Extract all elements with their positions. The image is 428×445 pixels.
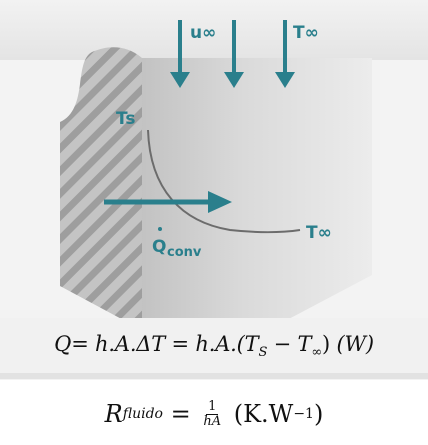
resist-numerator: 1 <box>206 398 219 415</box>
eq-sub-inf: ∞ <box>311 345 322 361</box>
eq-minus: − T <box>267 331 312 356</box>
resist-unit-open: (K.W <box>226 400 294 428</box>
equation-underline <box>0 373 428 379</box>
boundary-layer-curve <box>147 129 301 234</box>
free-stream-arrows <box>170 20 295 88</box>
resist-sub: fluido <box>122 406 163 422</box>
resist-unit-close: ) <box>313 400 324 428</box>
solid-wall <box>60 47 142 330</box>
surface-temperature-label: Ts <box>116 109 135 129</box>
fluid-region <box>140 58 372 330</box>
eq-lhs: Q <box>54 331 72 356</box>
eq-sub-s: S <box>258 345 268 361</box>
eq-unit: (W) <box>336 331 374 356</box>
resist-eq: = <box>162 400 199 428</box>
free-stream-temperature-label: T∞ <box>293 23 319 43</box>
top-region <box>0 0 428 60</box>
convection-diagram: u∞ T∞ Ts T∞ Q conv <box>0 0 428 380</box>
eq-close: ) <box>321 331 337 356</box>
free-stream-velocity-label: u∞ <box>190 23 216 43</box>
q-dot-mark <box>158 227 162 231</box>
resist-exponent: −1 <box>293 406 314 422</box>
eq-body: = h.A.ΔT = h.A.(T <box>71 331 259 356</box>
resist-denominator: hA <box>203 413 222 429</box>
ambient-temperature-label: T∞ <box>306 223 332 243</box>
heat-flux-arrow <box>104 191 232 213</box>
resist-lhs: R <box>104 400 123 428</box>
convective-heat-label: Q <box>152 237 166 257</box>
convection-equation: Q= h.A.ΔT = h.A.(TS − T∞) (W) <box>0 318 428 374</box>
convective-heat-subscript: conv <box>167 245 202 260</box>
equation-band <box>0 318 428 374</box>
